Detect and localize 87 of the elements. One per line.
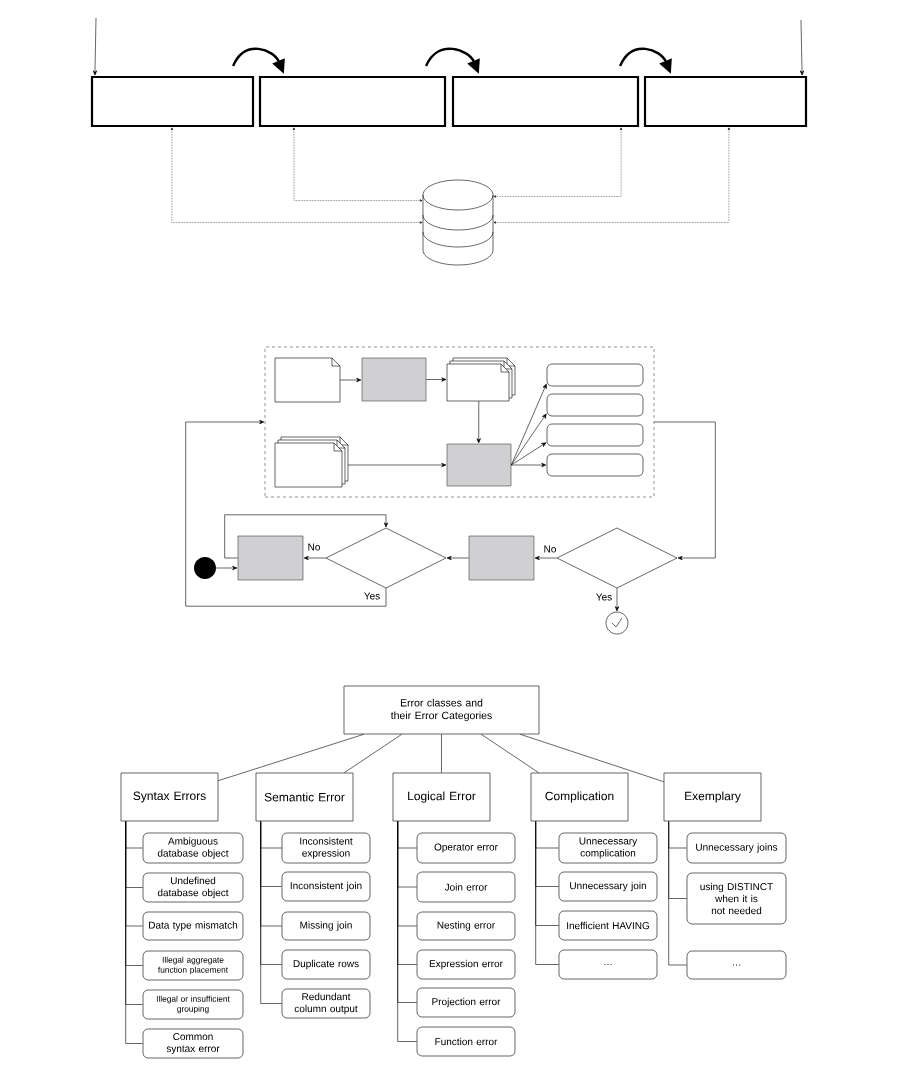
connector-line xyxy=(260,821,282,1004)
category-box: Exemplary xyxy=(663,772,762,822)
error-type-box: Expression error xyxy=(416,949,516,980)
arrow xyxy=(215,565,238,571)
connector-line xyxy=(218,734,364,781)
error-type-box: Nesting error xyxy=(416,911,516,941)
error-type-box: Redundant column output xyxy=(281,988,371,1019)
document-shape xyxy=(274,357,341,403)
category-box: Semantic Error xyxy=(255,772,354,822)
arrow xyxy=(614,587,620,612)
output-box xyxy=(546,363,644,387)
arrow xyxy=(493,127,730,224)
error-type-box: Illegal or insufficient grouping xyxy=(142,989,244,1020)
arrow xyxy=(799,19,805,76)
connector-line xyxy=(441,734,442,773)
arrow xyxy=(511,413,547,466)
error-type-box: Unnecessary joins xyxy=(686,832,787,864)
process-box xyxy=(468,535,535,581)
output-box xyxy=(546,393,644,417)
connector-line xyxy=(668,821,687,966)
arrow xyxy=(339,377,362,383)
error-type-box: Inefficient HAVING xyxy=(558,910,658,941)
arrow xyxy=(292,127,423,202)
edge-label: Yes xyxy=(362,591,382,601)
error-type-box: Unnecessary complication xyxy=(558,832,658,864)
arrow xyxy=(654,421,716,561)
error-type-box: Ambiguous database object xyxy=(142,832,244,864)
process-box xyxy=(361,357,427,402)
arrow xyxy=(534,555,558,561)
database-icon xyxy=(422,179,494,266)
arrow xyxy=(224,514,389,559)
connector-line xyxy=(520,734,664,782)
arrow xyxy=(446,555,469,561)
error-type-box: Missing join xyxy=(281,911,371,941)
connector-line xyxy=(535,821,559,965)
arrow xyxy=(476,400,481,444)
error-type-box: Inconsistent join xyxy=(281,871,371,902)
root-box: Error classes and their Error Categories xyxy=(343,685,540,735)
decision-diamond xyxy=(556,527,678,589)
arrow xyxy=(511,462,547,468)
error-type-box: Inconsistent expression xyxy=(281,832,371,864)
category-box: Logical Error xyxy=(392,772,491,822)
document-stack xyxy=(274,436,349,488)
output-box xyxy=(546,423,644,447)
error-type-box: Data type mismatch xyxy=(142,911,244,941)
arrow xyxy=(493,127,623,198)
error-type-box: Projection error xyxy=(416,987,516,1018)
error-type-box: … xyxy=(686,950,787,980)
connector-line xyxy=(125,821,143,1044)
error-type-box: Common syntax error xyxy=(142,1028,244,1059)
error-type-box: Join error xyxy=(416,871,516,903)
error-type-box: Function error xyxy=(416,1026,516,1057)
arrow xyxy=(511,383,547,466)
start-dot xyxy=(194,557,216,579)
arrow xyxy=(92,17,98,76)
arrow xyxy=(511,442,547,466)
decision-diamond xyxy=(325,527,447,589)
category-box: Complication xyxy=(530,772,629,822)
process-box xyxy=(237,535,304,581)
stage-box xyxy=(451,75,640,128)
edge-label: No xyxy=(306,542,322,552)
error-type-box: Illegal aggregate function placement xyxy=(142,950,244,981)
connector-line xyxy=(397,821,417,1042)
error-type-box: Unnecessary join xyxy=(558,871,658,902)
output-box xyxy=(546,453,644,477)
arrow xyxy=(170,127,423,224)
arrow xyxy=(347,462,447,468)
error-type-box: using DISTINCT when it is not needed xyxy=(686,872,787,925)
edge-label: No xyxy=(542,544,558,554)
dashed-frame xyxy=(264,346,655,498)
document-stack xyxy=(446,357,516,402)
connector-line xyxy=(344,734,402,773)
error-type-box: … xyxy=(558,949,658,980)
process-box xyxy=(446,443,512,487)
arrow xyxy=(426,377,447,382)
stage-box xyxy=(90,75,255,128)
stage-box xyxy=(643,75,808,128)
stage-box xyxy=(258,75,447,128)
category-box: Syntax Errors xyxy=(120,772,219,822)
error-type-box: Undefined database object xyxy=(142,872,244,903)
arrow xyxy=(303,555,327,561)
end-check-circle xyxy=(605,611,629,635)
connector-line xyxy=(481,734,539,773)
edge-label: Yes xyxy=(594,592,614,602)
error-type-box: Operator error xyxy=(416,832,516,864)
error-type-box: Duplicate rows xyxy=(281,949,371,980)
arrow xyxy=(185,419,387,607)
